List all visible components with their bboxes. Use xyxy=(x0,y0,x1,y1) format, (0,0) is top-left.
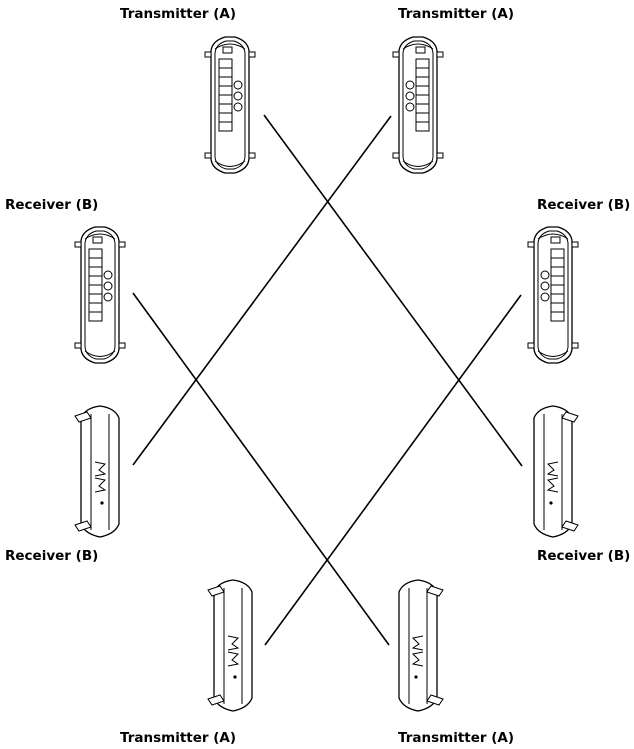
beam-mid-right-upper-to-bottom-left xyxy=(264,294,522,646)
receiver-mid-left-upper-device xyxy=(74,226,126,364)
label-receiver-mid-right-lower: Receiver (B) xyxy=(537,548,631,564)
label-transmitter-bottom-left: Transmitter (A) xyxy=(120,730,237,746)
transmitter-top-left-device xyxy=(204,36,256,174)
label-transmitter-bottom-right: Transmitter (A) xyxy=(398,730,515,746)
label-receiver-mid-left-lower: Receiver (B) xyxy=(5,548,99,564)
transmitter-bottom-left-device xyxy=(207,579,253,712)
label-transmitter-top-right: Transmitter (A) xyxy=(398,6,515,22)
transmitter-bottom-right-device xyxy=(398,579,444,712)
beam-top-right-to-mid-left-lower xyxy=(132,115,392,466)
beam-top-left-to-mid-right-lower xyxy=(263,114,523,467)
label-receiver-mid-right-upper: Receiver (B) xyxy=(537,197,631,213)
label-transmitter-top-left: Transmitter (A) xyxy=(120,6,237,22)
receiver-mid-right-lower-device xyxy=(533,405,579,538)
receiver-mid-left-lower-device xyxy=(74,405,120,538)
transmitter-top-right-device xyxy=(392,36,444,174)
label-receiver-mid-left-upper: Receiver (B) xyxy=(5,197,99,213)
receiver-mid-right-upper-device xyxy=(527,226,579,364)
beam-lines xyxy=(132,114,523,646)
beam-mid-left-upper-to-bottom-right xyxy=(132,292,390,646)
